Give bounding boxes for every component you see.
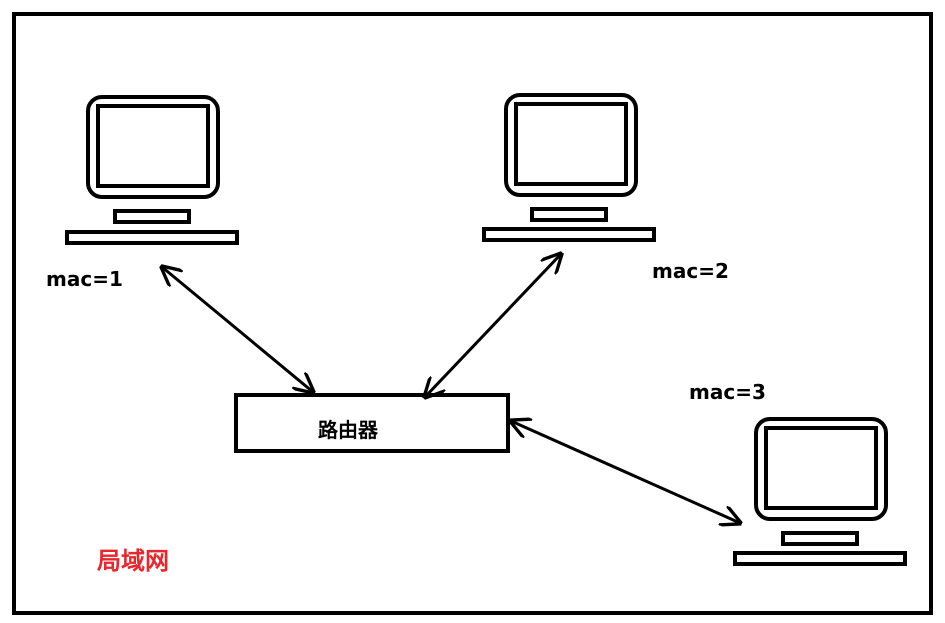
computer-1-mac-label: mac=1: [46, 267, 123, 291]
computer-1-icon: [65, 95, 239, 245]
router-box: [234, 393, 510, 453]
lan-boundary: [12, 12, 933, 615]
computer-3-icon: [733, 417, 907, 566]
link-pc1-router: [162, 267, 313, 392]
computer-2-icon: [482, 93, 656, 242]
link-pc2-router: [425, 254, 561, 397]
link-pc3-router: [511, 421, 740, 523]
router-label: 路由器: [318, 418, 378, 442]
computer-2-mac-label: mac=2: [652, 259, 729, 283]
lan-label: 局域网: [97, 547, 169, 575]
computer-3-mac-label: mac=3: [689, 380, 766, 404]
